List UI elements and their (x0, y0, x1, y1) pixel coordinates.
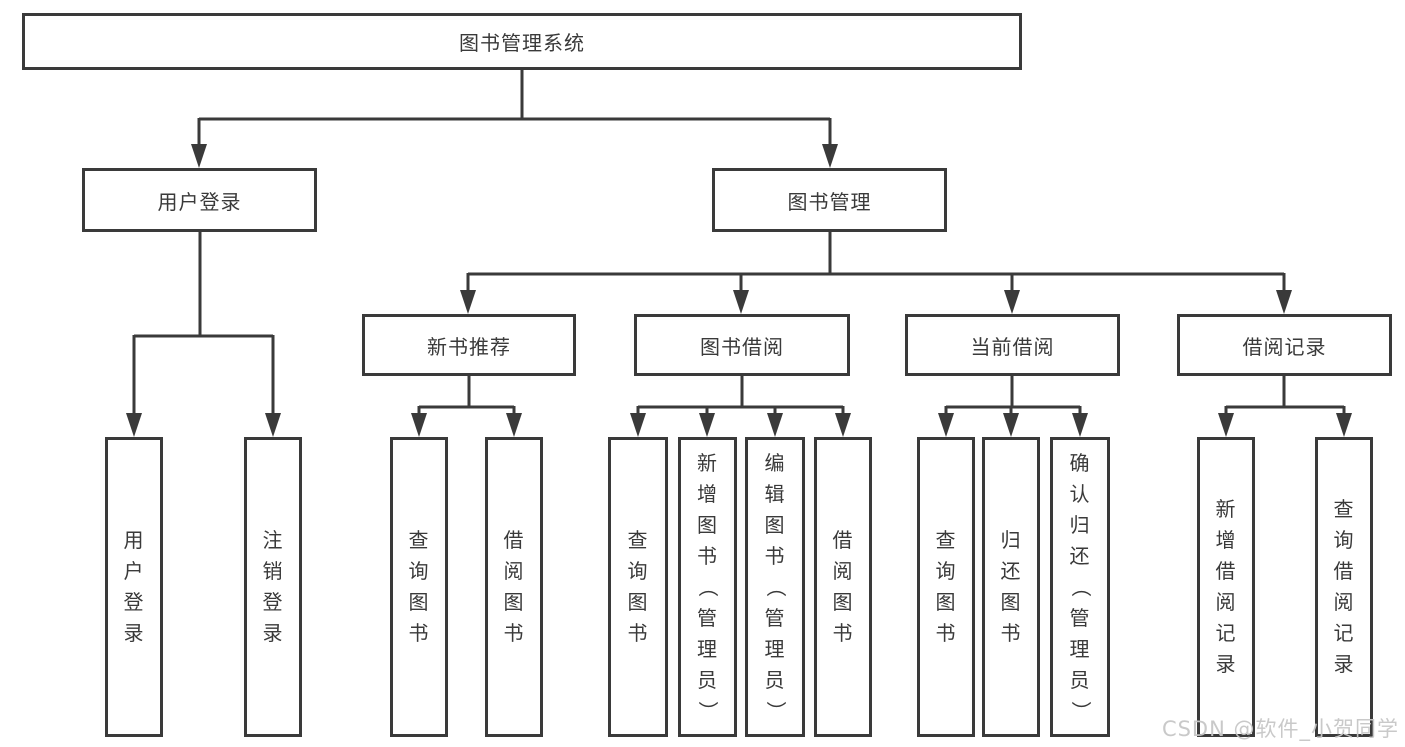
leaf-logout: 注销登录 (244, 437, 302, 737)
leaf-query-books-1: 查询图书 (390, 437, 448, 737)
leaf-borrow-books-2: 借阅图书 (814, 437, 872, 737)
watermark: CSDN @软件_小贺同学 (1161, 717, 1399, 741)
leaf-return-books: 归还图书 (982, 437, 1040, 737)
leaf-label: 借阅图书 (832, 528, 854, 645)
leaf-user-login: 用户登录 (105, 437, 163, 737)
leaf-label: 查询图书 (935, 528, 957, 645)
leaf-label: 新增图书（管理员） (696, 450, 720, 722)
node-borrowing-records: 借阅记录 (1177, 314, 1392, 376)
leaf-label: 查询借阅记录 (1333, 497, 1355, 676)
leaf-borrow-books-1: 借阅图书 (485, 437, 543, 737)
leaf-query-borrow-record: 查询借阅记录 (1315, 437, 1373, 737)
leaf-label: 查询图书 (408, 528, 430, 645)
leaf-add-book-admin: 新增图书（管理员） (678, 437, 737, 737)
node-current-borrowing: 当前借阅 (905, 314, 1120, 376)
leaf-label: 用户登录 (123, 528, 145, 645)
leaf-add-borrow-record: 新增借阅记录 (1197, 437, 1255, 737)
leaf-query-books-3: 查询图书 (917, 437, 975, 737)
node-user-login: 用户登录 (82, 168, 317, 232)
leaf-query-books-2: 查询图书 (608, 437, 668, 737)
leaf-label: 查询图书 (627, 528, 649, 645)
leaf-label: 注销登录 (262, 528, 284, 645)
leaf-confirm-return-admin: 确认归还（管理员） (1050, 437, 1110, 737)
node-library-management-system: 图书管理系统 (22, 13, 1022, 70)
leaf-label: 确认归还（管理员） (1068, 450, 1093, 722)
leaf-label: 借阅图书 (503, 528, 525, 645)
node-new-book-recommendation: 新书推荐 (362, 314, 576, 376)
node-book-management: 图书管理 (712, 168, 947, 232)
leaf-label: 归还图书 (1000, 528, 1022, 645)
leaf-edit-book-admin: 编辑图书（管理员） (745, 437, 805, 737)
leaf-label: 编辑图书（管理员） (763, 450, 788, 722)
leaf-label: 新增借阅记录 (1215, 497, 1237, 676)
node-book-borrowing: 图书借阅 (634, 314, 850, 376)
